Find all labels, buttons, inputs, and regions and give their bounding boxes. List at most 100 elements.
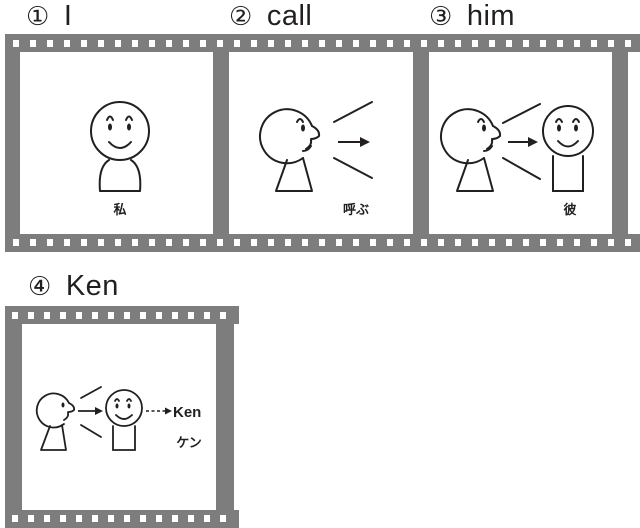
smiley-person — [90, 101, 150, 192]
sprocket-hole — [489, 239, 495, 246]
sprocket-hole — [13, 40, 19, 47]
sprocket-hole — [472, 40, 478, 47]
sprocket-hole — [172, 312, 178, 319]
sprocket-hole — [319, 40, 325, 47]
sprocket-hole — [44, 515, 50, 522]
caption-yobu: 呼ぶ — [343, 202, 369, 218]
sprocket-hole — [234, 40, 240, 47]
heading-word: I — [63, 0, 73, 32]
sprocket-hole — [13, 239, 19, 246]
sprocket-hole — [81, 40, 87, 47]
sprocket-hole — [47, 239, 53, 246]
heading-number: ② — [229, 2, 253, 32]
sprocket-holes — [12, 312, 226, 522]
film-strip-top: 私 呼ぶ — [5, 34, 640, 252]
sprocket-hole — [285, 40, 291, 47]
sprocket-hole — [60, 515, 66, 522]
sprocket-hole — [64, 40, 70, 47]
sprocket-hole — [506, 239, 512, 246]
caption-kare: 彼 — [563, 202, 576, 218]
sprocket-hole — [183, 40, 189, 47]
sprocket-hole — [132, 40, 138, 47]
sprocket-hole — [557, 40, 563, 47]
profile-person-calling — [259, 108, 321, 192]
sprocket-hole — [220, 515, 226, 522]
sprocket-hole — [557, 239, 563, 246]
sprocket-hole — [319, 239, 325, 246]
heading-word: him — [466, 0, 516, 32]
sprocket-hole — [421, 239, 427, 246]
sprocket-hole — [204, 312, 210, 319]
frame-4: Ken ケン — [35, 386, 202, 451]
sprocket-hole — [156, 515, 162, 522]
sprocket-hole — [523, 40, 529, 47]
sprocket-holes — [13, 40, 631, 246]
sprocket-hole — [234, 239, 240, 246]
sound-lines — [333, 101, 373, 179]
sprocket-hole — [115, 239, 121, 246]
sprocket-hole — [92, 515, 98, 522]
heading-word: Ken — [65, 270, 119, 302]
sprocket-hole — [124, 515, 130, 522]
sprocket-hole — [149, 40, 155, 47]
sprocket-hole — [625, 40, 631, 47]
heading-number: ① — [26, 2, 50, 32]
sprocket-hole — [47, 40, 53, 47]
sprocket-hole — [98, 239, 104, 246]
heading-number: ④ — [28, 272, 52, 302]
heading-3: ③ him — [429, 2, 515, 31]
sound-lines — [80, 386, 102, 438]
sprocket-hole — [574, 40, 580, 47]
name-ken: Ken — [173, 404, 201, 421]
sprocket-hole — [200, 239, 206, 246]
frame-2: 呼ぶ — [259, 101, 373, 218]
arrow-right-icon — [508, 137, 538, 147]
sprocket-hole — [302, 239, 308, 246]
sprocket-hole — [540, 40, 546, 47]
sprocket-hole — [220, 312, 226, 319]
sprocket-hole — [183, 239, 189, 246]
sprocket-hole — [336, 239, 342, 246]
smiley-person — [542, 105, 594, 192]
sprocket-hole — [30, 239, 36, 246]
sprocket-hole — [523, 239, 529, 246]
sprocket-hole — [188, 312, 194, 319]
sprocket-hole — [188, 515, 194, 522]
heading-number: ③ — [429, 2, 453, 32]
sprocket-hole — [115, 40, 121, 47]
sprocket-hole — [591, 40, 597, 47]
sprocket-hole — [28, 312, 34, 319]
sprocket-hole — [217, 40, 223, 47]
sprocket-hole — [438, 40, 444, 47]
sprocket-hole — [140, 312, 146, 319]
sprocket-hole — [92, 312, 98, 319]
sprocket-hole — [156, 312, 162, 319]
sprocket-hole — [438, 239, 444, 246]
sprocket-hole — [12, 515, 18, 522]
heading-4: ④ Ken — [28, 272, 119, 301]
sprocket-hole — [625, 239, 631, 246]
sprocket-hole — [285, 239, 291, 246]
smiley-person — [105, 389, 143, 451]
sprocket-hole — [608, 40, 614, 47]
sprocket-hole — [76, 515, 82, 522]
sprocket-hole — [455, 40, 461, 47]
sprocket-hole — [204, 515, 210, 522]
sprocket-hole — [217, 239, 223, 246]
sprocket-hole — [251, 40, 257, 47]
sprocket-hole — [472, 239, 478, 246]
sprocket-hole — [60, 312, 66, 319]
sprocket-hole — [268, 40, 274, 47]
sound-lines — [502, 103, 541, 180]
caption-ken-katakana: ケン — [176, 436, 202, 451]
arrow-right-icon — [338, 137, 370, 147]
sprocket-hole — [81, 239, 87, 246]
sprocket-hole — [302, 40, 308, 47]
sprocket-hole — [268, 239, 274, 246]
sprocket-hole — [64, 239, 70, 246]
sprocket-hole — [404, 239, 410, 246]
sprocket-hole — [387, 40, 393, 47]
sprocket-hole — [404, 40, 410, 47]
film-strip-body — [5, 306, 239, 528]
